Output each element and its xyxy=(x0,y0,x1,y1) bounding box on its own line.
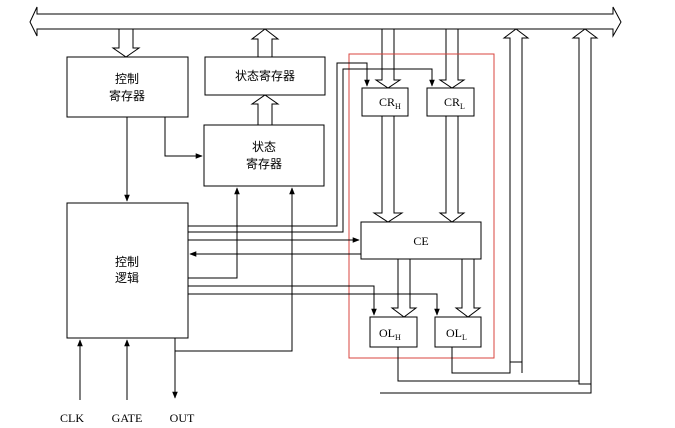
olh-block xyxy=(369,316,418,348)
oll-to-bus xyxy=(571,28,599,385)
oll-label: OLL xyxy=(446,326,467,342)
counter-core-highlight xyxy=(348,53,495,359)
logic-to-crh xyxy=(188,62,370,227)
crh-label: CRH xyxy=(379,95,401,111)
data-bus xyxy=(29,6,622,38)
out-to-status-register xyxy=(175,187,295,352)
olh-output-line xyxy=(397,347,579,382)
bus-to-control-register xyxy=(111,28,141,58)
olh-label: OLH xyxy=(379,326,401,342)
olh-bus-connector xyxy=(380,384,592,394)
logic-to-crl xyxy=(188,68,435,233)
crh-block xyxy=(361,87,409,117)
ce-block xyxy=(360,221,482,260)
logic-to-olh xyxy=(188,285,377,316)
crl-block xyxy=(426,87,475,117)
status-register-label-2: 寄存器 xyxy=(246,156,282,171)
clk-label: CLK xyxy=(60,411,84,425)
status-register-to-bus xyxy=(250,28,280,58)
oll-output-line xyxy=(451,347,511,374)
control-register-to-status xyxy=(164,117,203,159)
status-register-top-label: 状态寄存器 xyxy=(235,68,295,83)
control-logic-label-1: 控制 xyxy=(115,255,139,269)
crl-label: CRL xyxy=(444,95,465,111)
control-logic-block xyxy=(66,202,189,339)
control-register-label-2: 寄存器 xyxy=(109,88,145,103)
crl-to-ce xyxy=(438,115,466,223)
gate-label: GATE xyxy=(112,411,143,425)
status-register-label-1: 状态 xyxy=(252,140,276,154)
control-register-label-1: 控制 xyxy=(115,72,139,86)
logic-to-status-register xyxy=(188,187,240,279)
logic-to-oll xyxy=(188,293,440,316)
bus-to-crh xyxy=(374,28,402,89)
status-register-block xyxy=(203,124,325,187)
olh-to-bus xyxy=(502,28,530,363)
oll-block xyxy=(434,316,482,348)
ce-to-oll xyxy=(454,258,482,318)
status-register-top-block xyxy=(204,56,326,96)
control-logic-label-2: 逻辑 xyxy=(115,271,139,285)
bus-to-crl xyxy=(438,28,466,89)
ce-label: CE xyxy=(413,234,428,248)
control-register-block xyxy=(66,56,189,118)
crh-to-ce xyxy=(372,115,404,223)
ce-to-olh xyxy=(390,258,418,318)
status-to-status-top xyxy=(250,94,280,126)
out-label: OUT xyxy=(170,411,195,425)
